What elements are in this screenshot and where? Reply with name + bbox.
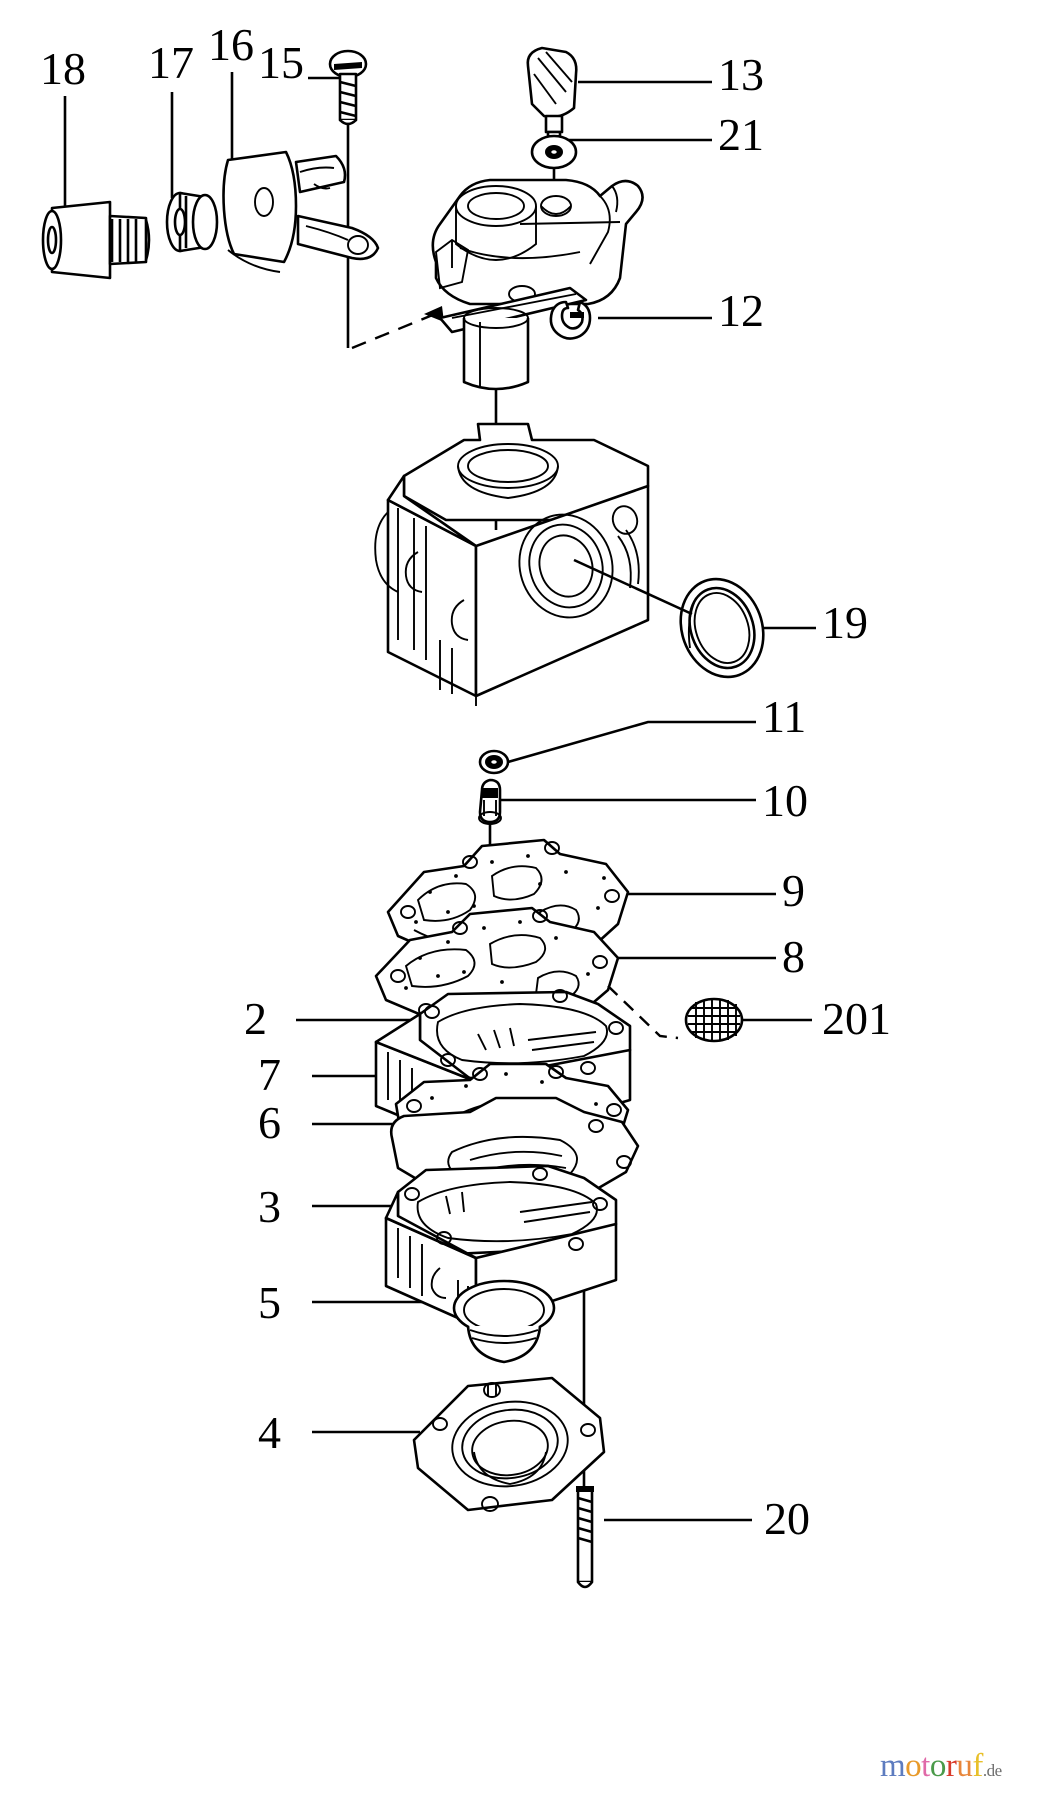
callout-12: 12 [718, 285, 764, 336]
part-washer-spacer [165, 191, 219, 253]
callout-7: 7 [258, 1049, 281, 1100]
wm-letter-o1: o [905, 1748, 922, 1784]
callout-15: 15 [258, 37, 304, 88]
wm-letter-f: f [972, 1748, 983, 1784]
part-adjustment-needle [526, 46, 578, 149]
callout-5: 5 [258, 1277, 281, 1328]
wm-letter-o2: o [929, 1748, 947, 1784]
part-long-screw [576, 1486, 594, 1589]
part-primer-bulb [452, 1279, 556, 1364]
wm-letter-m: m [880, 1748, 906, 1784]
part-main-carburetor-body [374, 422, 650, 706]
part-primer-bulb-retainer-plate [412, 1376, 606, 1512]
callout-201: 201 [822, 993, 891, 1044]
part-slotted-screw [328, 49, 368, 126]
leader-11 [507, 720, 756, 764]
part-o-ring-gasket [679, 577, 765, 679]
callout-4: 4 [258, 1407, 281, 1458]
o-ring-pointer [573, 558, 693, 616]
part-throttle-body-housing [431, 178, 644, 391]
part-needle-washer [530, 134, 578, 170]
callout-10: 10 [762, 775, 808, 826]
assembly-dashed-line [351, 310, 441, 350]
mesh-hatch [688, 1000, 740, 1040]
part-throttle-lever-plate [222, 150, 380, 273]
part-mesh-screen-filter [684, 997, 744, 1043]
callout-13: 13 [718, 49, 764, 100]
callout-16: 16 [208, 19, 254, 70]
callout-19: 19 [822, 597, 868, 648]
callout-8: 8 [782, 931, 805, 982]
callout-6: 6 [258, 1097, 281, 1148]
callout-11: 11 [762, 691, 807, 742]
wm-letter-t: t [921, 1748, 930, 1784]
callout-17: 17 [148, 37, 194, 88]
callout-21: 21 [718, 109, 764, 160]
callout-9: 9 [782, 865, 805, 916]
part-e-clip-retainer [549, 300, 592, 340]
motoruf-watermark: motoruf.de [880, 1748, 1002, 1785]
part-small-o-ring [478, 749, 510, 775]
wm-letter-r: r [945, 1748, 957, 1784]
callout-2: 2 [244, 993, 267, 1044]
wm-suffix-de: .de [982, 1761, 1002, 1780]
part-socket-head-bolt [41, 200, 151, 280]
callout-20: 20 [764, 1493, 810, 1544]
callout-3: 3 [258, 1181, 281, 1232]
mesh-screen-dashed-leader [607, 985, 679, 1040]
callout-18: 18 [40, 43, 86, 94]
part-inlet-needle-valve [478, 778, 502, 825]
wm-letter-u: u [956, 1748, 973, 1784]
